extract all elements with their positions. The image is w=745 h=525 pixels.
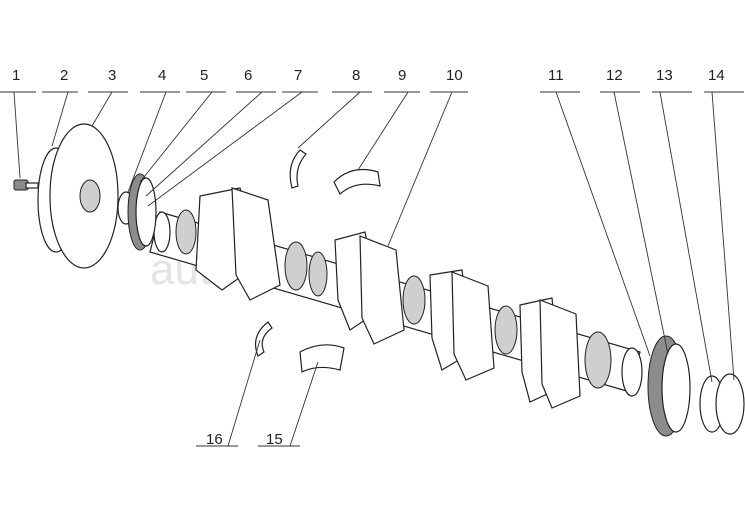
crankshaft (149, 187, 643, 409)
callout-11: 11 (548, 67, 564, 84)
callout-7: 7 (294, 67, 302, 84)
callout-10: 10 (446, 67, 463, 84)
leader-lines (0, 91, 744, 447)
bearing-shell-lower (299, 344, 345, 373)
callout-3: 3 (108, 67, 116, 84)
callout-1: 1 (12, 67, 20, 84)
callout-16: 16 (206, 431, 223, 448)
callout-4: 4 (158, 67, 166, 84)
callout-14: 14 (708, 67, 725, 84)
bolt (13, 179, 39, 191)
crank-webs (195, 187, 581, 409)
callout-labels: 1 2 3 4 5 6 7 8 9 10 11 12 13 14 16 15 (12, 67, 725, 448)
callout-6: 6 (244, 67, 252, 84)
timing-gear (127, 173, 157, 251)
oil-seal (699, 373, 745, 435)
callout-9: 9 (398, 67, 406, 84)
rear-gear (647, 335, 691, 437)
callout-8: 8 (352, 67, 360, 84)
journals (175, 209, 612, 389)
pulley (37, 123, 119, 269)
thrust-washer-upper (289, 149, 307, 189)
callout-15: 15 (266, 431, 283, 448)
callout-5: 5 (200, 67, 208, 84)
callout-2: 2 (60, 67, 68, 84)
rear-flange (621, 347, 643, 397)
callout-12: 12 (606, 67, 623, 84)
thrust-washer-lower (255, 321, 273, 357)
callout-13: 13 (656, 67, 673, 84)
bearing-shell-upper (333, 169, 381, 195)
